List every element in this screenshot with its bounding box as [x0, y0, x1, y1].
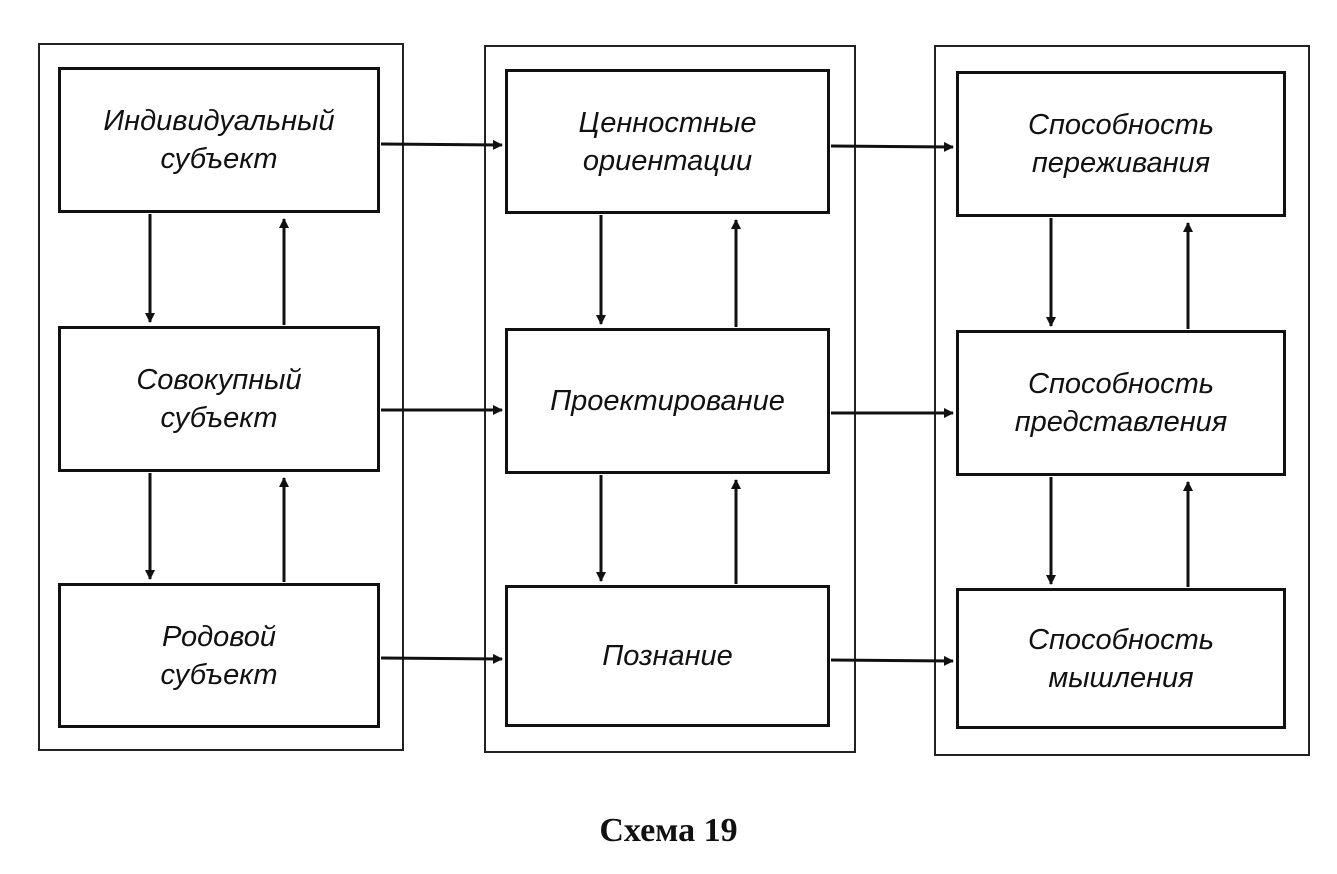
- node-label: Совокупный субъект: [136, 364, 302, 434]
- node-ability-representation: Способность представления: [956, 330, 1286, 476]
- arrow-right-row1-c1c2: [380, 139, 503, 150]
- node-label: Индивидуальный субъект: [103, 105, 335, 175]
- node-label: Способность мышления: [1028, 623, 1214, 694]
- arrow-right-row3-c2c3: [830, 655, 954, 666]
- node-cognition: Познание: [505, 585, 830, 727]
- node-design: Проектирование: [505, 328, 830, 474]
- node-value-orientations: Ценностные ориентации: [505, 69, 830, 214]
- group-frame-subjects: [38, 43, 404, 751]
- arrow-right-row1-c2c3: [830, 141, 954, 152]
- group-frame-activities: [484, 45, 856, 753]
- node-label: Родовой субъект: [160, 620, 278, 691]
- diagram-caption: Схема 19: [599, 812, 738, 849]
- node-label: Проектирование: [550, 385, 785, 417]
- node-ability-experience: Способность переживания: [956, 71, 1286, 217]
- node-label: Ценностные ориентации: [578, 106, 757, 177]
- node-collective-subject: Совокупный субъект: [58, 326, 380, 472]
- arrow-right-row3-c1c2: [380, 653, 503, 664]
- node-label: Познание: [602, 640, 733, 672]
- group-frame-abilities: [934, 45, 1310, 756]
- node-individual-subject: Индивидуальный субъект: [58, 67, 380, 213]
- node-generic-subject: Родовой субъект: [58, 583, 380, 728]
- node-label: Способность переживания: [1028, 109, 1214, 179]
- node-ability-thinking: Способность мышления: [956, 588, 1286, 729]
- node-label: Способность представления: [1014, 368, 1228, 438]
